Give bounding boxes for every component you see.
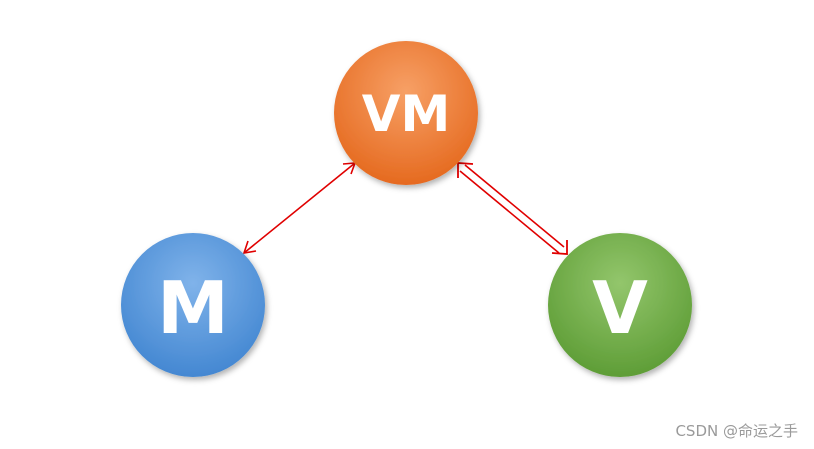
arrow-m-vm <box>242 162 357 255</box>
node-m: M <box>121 233 265 377</box>
node-vm-circle <box>334 41 478 185</box>
node-v-circle <box>548 233 692 377</box>
arrowhead-vm-end-double <box>457 162 474 178</box>
arrowhead-v-end-double <box>551 240 568 255</box>
node-v: V <box>548 233 692 377</box>
arrowhead-m-end <box>242 240 257 255</box>
arrow-vm-v <box>457 162 568 255</box>
node-m-label: M <box>157 266 229 350</box>
node-v-label: V <box>592 266 648 350</box>
watermark: CSDN @命运之手 <box>675 422 798 440</box>
node-vm-label: VM <box>362 85 450 143</box>
node-vm: VM <box>334 41 478 185</box>
node-m-circle <box>121 233 265 377</box>
